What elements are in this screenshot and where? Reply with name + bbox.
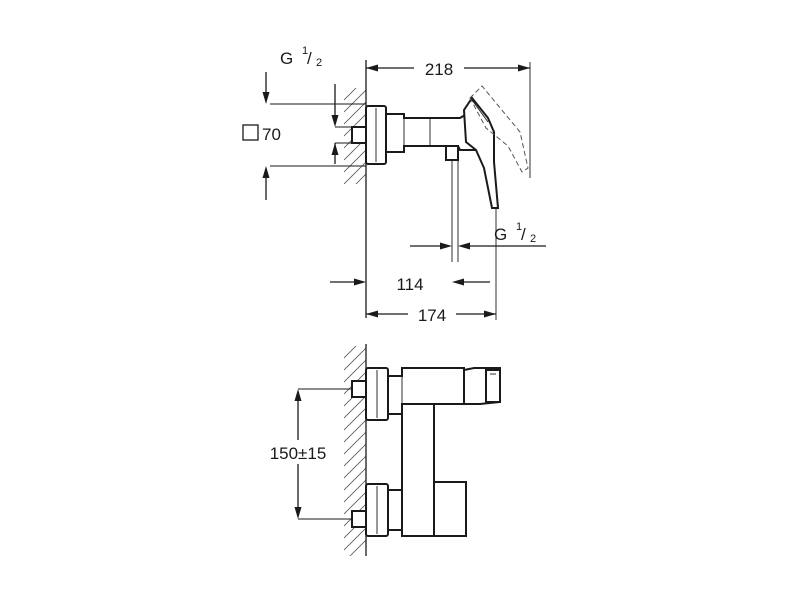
center-distance-label: 150±15 <box>270 444 327 463</box>
upper-wall-connector <box>351 380 367 398</box>
wall-hatch-bottom <box>344 346 366 556</box>
thread-inlet-label: G <box>280 49 293 68</box>
thread-outlet-sup: 1 <box>516 221 522 233</box>
square-symbol-icon <box>242 124 259 141</box>
dim-114-label: 114 <box>396 275 423 294</box>
lever-handle <box>462 96 500 209</box>
front-view: 150±15 <box>270 344 501 556</box>
thread-inlet-sup: 1 <box>302 45 308 57</box>
thread-outlet-label: G <box>494 225 507 244</box>
mixer-column <box>401 403 435 537</box>
lower-wall-connector <box>351 510 367 528</box>
thread-outlet-sub: 2 <box>530 233 536 245</box>
square-size-label: 70 <box>262 125 281 144</box>
wall-connector <box>351 126 367 144</box>
lower-arm <box>387 489 403 531</box>
dim-218-label: 218 <box>425 60 453 79</box>
thread-outlet-slash: / <box>521 225 526 244</box>
mixer-body <box>385 111 477 153</box>
thread-inlet-slash: / <box>307 49 312 68</box>
handle-grip <box>485 369 501 403</box>
outlet-spout <box>445 145 459 161</box>
lever-handle-open <box>469 85 529 173</box>
dim-174-label: 174 <box>418 306 446 325</box>
outlet-block <box>433 481 467 537</box>
side-view: 218 G 1 / 2 70 G 1 / 2 114 <box>242 45 546 325</box>
thread-inlet-sub: 2 <box>316 57 322 69</box>
